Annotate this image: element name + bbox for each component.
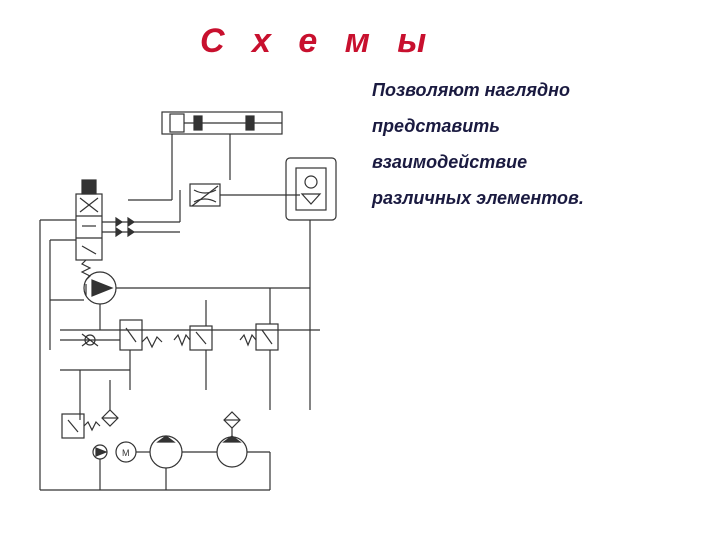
directional-valve — [75, 179, 103, 281]
relief-valve-3 — [239, 323, 279, 351]
hydraulic-schematic: M — [39, 111, 337, 491]
pressure-relay — [285, 157, 337, 221]
motor-label: M — [122, 448, 130, 458]
auxiliary-pump — [92, 444, 108, 460]
slide-title: С х е м ы — [200, 22, 436, 60]
main-pump — [83, 271, 117, 305]
second-pump — [216, 435, 248, 468]
relief-valve-1 — [119, 319, 163, 351]
hydraulic-cylinder — [161, 111, 283, 135]
throttle-valve — [189, 183, 221, 207]
description-text: Позволяют наглядно представить взаимодей… — [372, 78, 712, 222]
filter-2 — [223, 411, 241, 429]
filter-1 — [101, 409, 119, 427]
description-line-4: различных элементов. — [372, 188, 584, 208]
description-line-3: взаимодействие — [372, 152, 528, 172]
description-line-1: Позволяют наглядно — [372, 80, 570, 100]
relief-valve-2 — [173, 325, 213, 351]
description-line-2: представить — [372, 116, 500, 136]
relief-valve-4 — [61, 413, 101, 439]
feed-pump — [149, 435, 183, 469]
